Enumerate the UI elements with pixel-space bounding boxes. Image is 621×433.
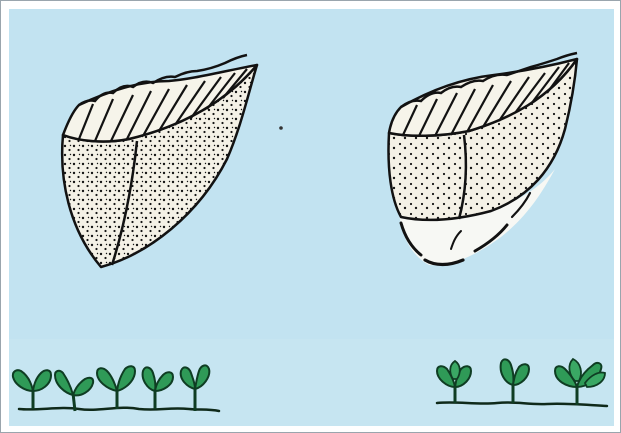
speck (279, 126, 283, 130)
illustration-svg (9, 9, 614, 426)
ground-tint (9, 339, 614, 426)
illustration-panel (9, 9, 614, 426)
